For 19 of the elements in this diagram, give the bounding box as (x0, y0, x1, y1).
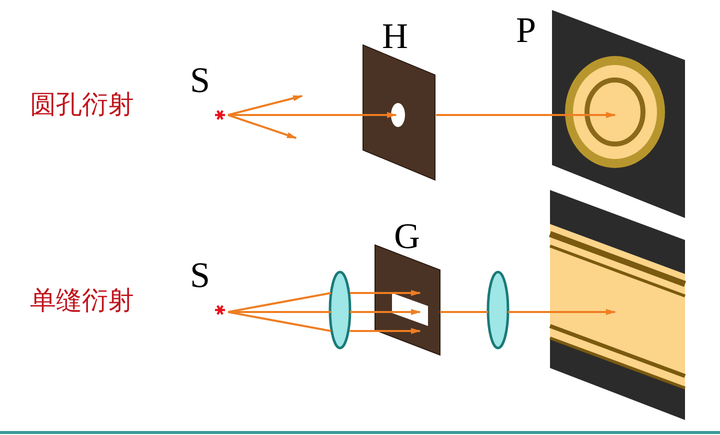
row-title: 单缝衍射 (30, 286, 134, 316)
light-ray (228, 311, 332, 332)
light-ray (350, 290, 421, 296)
light-ray (228, 114, 297, 139)
light-ray (436, 112, 616, 118)
light-ray (228, 311, 331, 313)
light-ray (508, 309, 616, 315)
letter-label: H (382, 18, 408, 54)
row-title: 圆孔衍射 (30, 90, 134, 120)
light-ray (228, 292, 332, 313)
letter-label: S (190, 62, 210, 98)
letter-label: P (516, 12, 536, 48)
light-ray (350, 328, 421, 334)
light-ray (440, 311, 488, 313)
letter-label: G (394, 218, 420, 254)
light-ray (228, 95, 303, 116)
light-ray (228, 112, 397, 118)
letter-label: S (190, 257, 210, 293)
light-ray (350, 309, 421, 315)
